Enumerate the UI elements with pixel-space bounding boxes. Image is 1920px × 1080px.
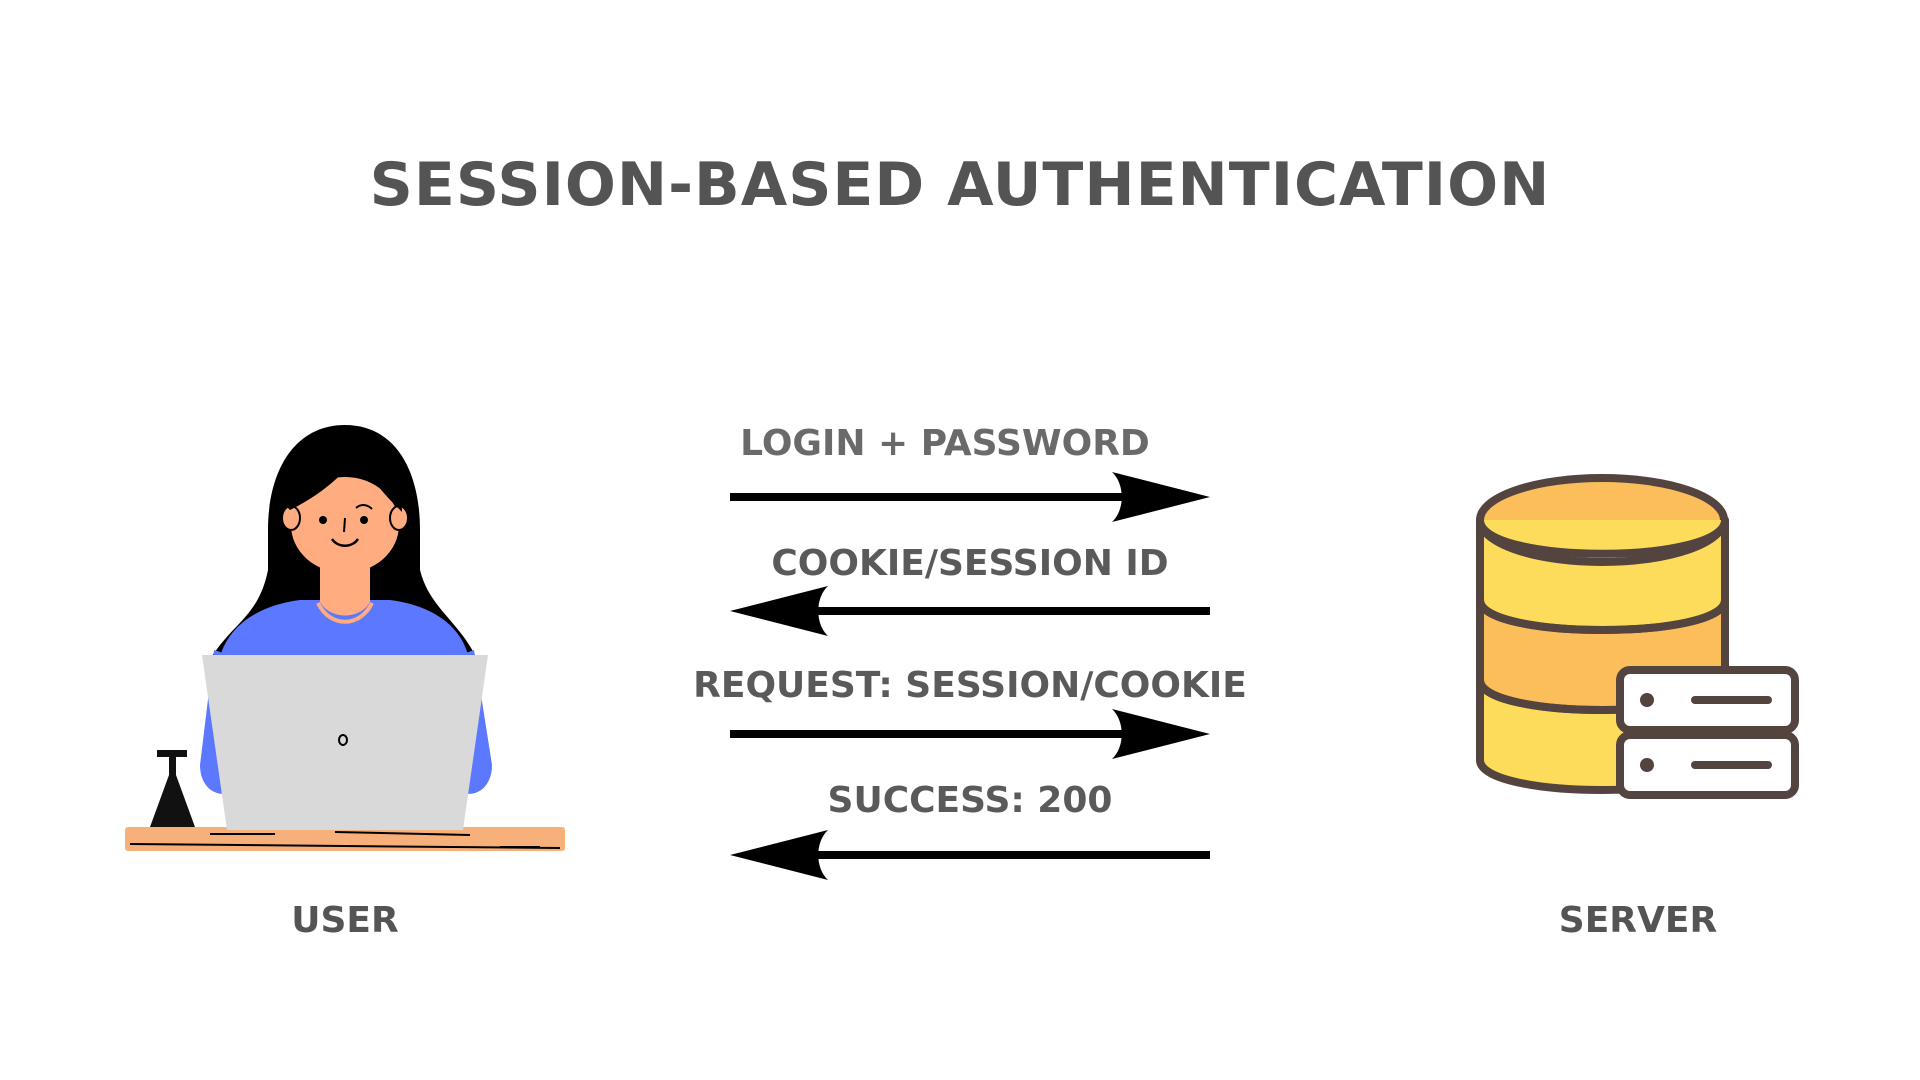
arrow-cookie	[730, 586, 1210, 636]
message-success-label: SUCCESS: 200	[827, 780, 1113, 821]
diagram-title: SESSION-BASED AUTHENTICATION	[369, 150, 1551, 220]
server-label: SERVER	[1558, 900, 1718, 941]
message-request-label: REQUEST: SESSION/COOKIE	[693, 665, 1247, 706]
arrow-request	[730, 709, 1210, 759]
arrow-login	[730, 472, 1210, 522]
message-cookie-label: COOKIE/SESSION ID	[771, 543, 1169, 584]
message-login-label: LOGIN + PASSWORD	[740, 423, 1150, 464]
user-label: USER	[291, 900, 399, 941]
arrow-success	[730, 830, 1210, 880]
